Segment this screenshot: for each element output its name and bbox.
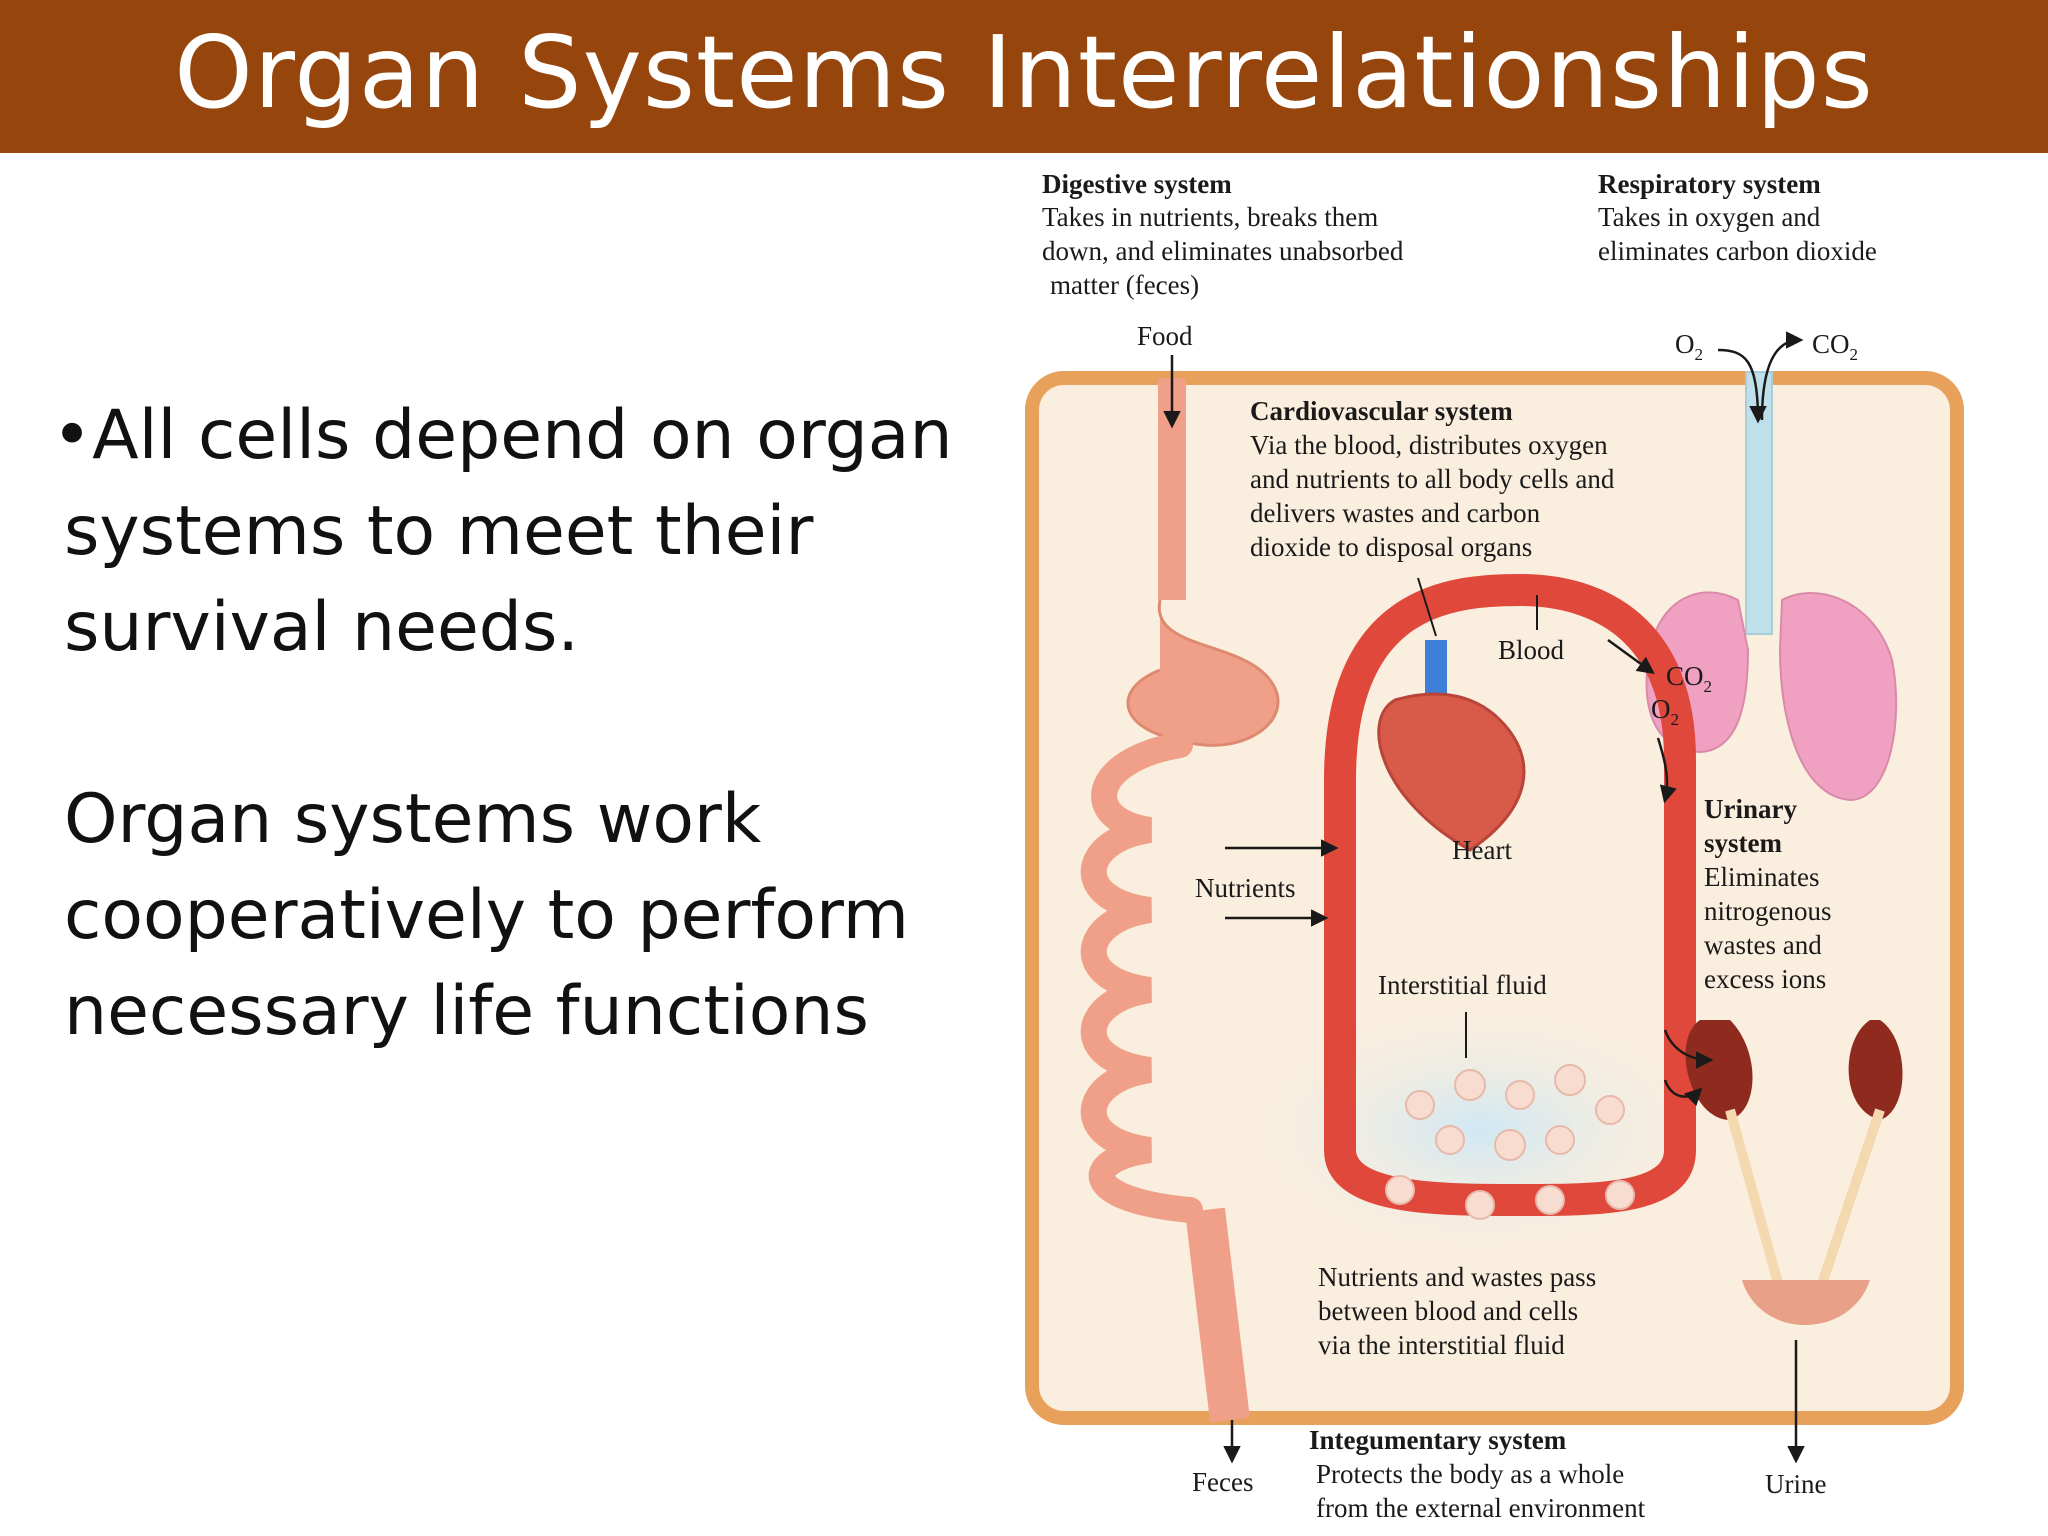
o2-lung-label: O2 bbox=[1651, 694, 1679, 729]
bullet-symbol: • bbox=[52, 396, 93, 475]
co2-to-lung-arrow bbox=[1607, 638, 1655, 675]
urinary-text-1: Eliminates bbox=[1704, 862, 1819, 892]
digestive-text-1: Takes in nutrients, breaks them bbox=[1042, 202, 1378, 232]
cardiovascular-text-2: and nutrients to all body cells and bbox=[1250, 464, 1615, 494]
small-intestine bbox=[1080, 732, 1203, 1223]
respiratory-text-2: eliminates carbon dioxide bbox=[1598, 236, 1877, 266]
paragraph: Organ systems work cooperatively to perf… bbox=[64, 772, 964, 1060]
respiratory-heading: Respiratory system bbox=[1598, 169, 1821, 199]
blood-label: Blood bbox=[1498, 635, 1565, 665]
paragraph-line-1: Organ systems work bbox=[64, 780, 762, 859]
feces-label: Feces bbox=[1192, 1467, 1253, 1497]
exchange-text-1: Nutrients and wastes pass bbox=[1318, 1262, 1596, 1292]
food-label: Food bbox=[1137, 321, 1193, 351]
urinary-heading-1: Urinary bbox=[1704, 794, 1797, 824]
digestive-text-2: down, and eliminates unabsorbed bbox=[1042, 236, 1404, 266]
urinary-text-4: excess ions bbox=[1704, 964, 1826, 994]
cardiovascular-heading: Cardiovascular system bbox=[1250, 396, 1513, 426]
co2-out-arrow bbox=[1760, 331, 1804, 421]
paragraph-line-3: necessary life functions bbox=[64, 972, 869, 1051]
wastes-to-kidney-arrow-2 bbox=[1663, 1079, 1703, 1107]
heart-label: Heart bbox=[1452, 835, 1512, 865]
paragraph-line-2: cooperatively to perform bbox=[64, 876, 909, 955]
wastes-to-kidney-arrow-1 bbox=[1663, 1029, 1714, 1069]
cardiovascular-text-3: delivers wastes and carbon bbox=[1250, 498, 1541, 528]
integumentary-text-1: Protects the body as a whole bbox=[1316, 1459, 1624, 1489]
cardiovascular-text-4: dioxide to disposal organs bbox=[1250, 532, 1532, 562]
integumentary-text-2: from the external environment bbox=[1316, 1493, 1646, 1523]
cardiovascular-text-1: Via the blood, distributes oxygen bbox=[1250, 430, 1608, 460]
large-intestine bbox=[1185, 1207, 1250, 1423]
exchange-text-2: between blood and cells bbox=[1318, 1296, 1578, 1326]
right-kidney bbox=[1848, 1020, 1903, 1120]
integumentary-heading: Integumentary system bbox=[1309, 1425, 1567, 1455]
urinary-text-3: wastes and bbox=[1704, 930, 1822, 960]
co2-top-label: CO2 bbox=[1812, 329, 1858, 364]
ureter-left bbox=[1725, 1108, 1785, 1292]
bullet-line-1: •All cells depend on organ bbox=[52, 396, 953, 475]
o2-top-label: O2 bbox=[1675, 329, 1703, 364]
o2-from-lung-arrow bbox=[1656, 737, 1677, 804]
bullet-line-3: survival needs. bbox=[64, 588, 580, 667]
digestive-heading: Digestive system bbox=[1042, 169, 1232, 199]
blood-vessel-loop bbox=[1324, 573, 1696, 1217]
body-cells bbox=[1385, 1064, 1635, 1220]
heart bbox=[1377, 692, 1526, 852]
interstitial-fluid bbox=[1220, 990, 1740, 1270]
urine-label: Urine bbox=[1765, 1469, 1826, 1499]
exchange-text-3: via the interstitial fluid bbox=[1318, 1330, 1565, 1360]
stomach bbox=[1126, 599, 1280, 747]
respiratory-text-1: Takes in oxygen and bbox=[1598, 202, 1821, 232]
co2-lung-label: CO2 bbox=[1666, 661, 1712, 696]
urinary-heading-2: system bbox=[1704, 828, 1782, 858]
urinary-text-2: nitrogenous bbox=[1704, 896, 1832, 926]
right-lung bbox=[1778, 592, 1898, 802]
cardio-pointer bbox=[1417, 577, 1437, 637]
nutrients-label: Nutrients bbox=[1195, 873, 1296, 903]
interstitial-label: Interstitial fluid bbox=[1378, 970, 1547, 1000]
title-bar: Organ Systems Interrelationships bbox=[0, 0, 2048, 153]
bullet-point: •All cells depend on organ systems to me… bbox=[52, 388, 953, 676]
aorta bbox=[1425, 640, 1447, 710]
digestive-text-3: matter (feces) bbox=[1050, 270, 1199, 300]
organ-systems-diagram: Digestive system Takes in nutrients, bre… bbox=[1025, 169, 1964, 1523]
bladder bbox=[1742, 1280, 1870, 1325]
o2-in-arrow bbox=[1717, 348, 1767, 424]
ureter-right bbox=[1815, 1108, 1885, 1292]
slide-title: Organ Systems Interrelationships bbox=[174, 14, 1874, 131]
bullet-line-2: systems to meet their bbox=[64, 492, 814, 571]
